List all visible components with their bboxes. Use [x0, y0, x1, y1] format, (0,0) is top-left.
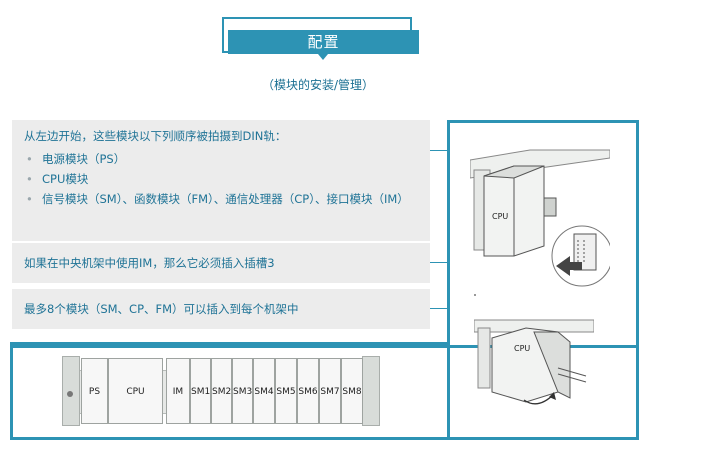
im-slot-panel: 如果在中央机架中使用IM，那么它必须插入插槽3 — [12, 243, 430, 283]
max-modules-text: 最多8个模块（SM、CP、FM）可以插入到每个机架中 — [24, 302, 299, 316]
slot-sm1: SM1 — [190, 358, 211, 424]
slot-sm7: SM7 — [319, 358, 341, 424]
list-item: 信号模块（SM）、函数模块（FM）、通信处理器（CP）、接口模块（IM） — [24, 192, 418, 207]
title-pointer — [318, 54, 328, 60]
list-item: 电源模块（PS） — [24, 152, 418, 167]
slot-cpu: CPU — [108, 358, 163, 424]
im-slot-text: 如果在中央机架中使用IM，那么它必须插入插槽3 — [24, 256, 275, 270]
connector-line — [430, 150, 447, 151]
slot-sm3: SM3 — [232, 358, 253, 424]
slot-sm4: SM4 — [253, 358, 275, 424]
svg-text:CPU: CPU — [514, 344, 530, 353]
cpu-mount-illustration: CPU — [470, 149, 610, 287]
slot-im: IM — [166, 358, 190, 424]
rack-frame — [10, 345, 639, 440]
svg-text:CPU: CPU — [492, 212, 508, 221]
connector-line — [430, 262, 447, 263]
mounting-order-panel: 从左边开始，这些模块以下列顺序被拍摄到DIN轨： 电源模块（PS） CPU模块 … — [12, 120, 430, 241]
marker-dot — [474, 294, 476, 296]
page-subtitle: （模块的安装/管理） — [261, 78, 375, 92]
mounting-order-heading: 从左边开始，这些模块以下列顺序被拍摄到DIN轨： — [24, 129, 287, 143]
connector-line — [430, 308, 447, 309]
slot-sm6: SM6 — [297, 358, 319, 424]
screw-icon — [67, 391, 73, 397]
rack-end-left — [62, 356, 80, 426]
page-title: 配置 — [228, 30, 419, 54]
slot-sm2: SM2 — [211, 358, 232, 424]
max-modules-panel: 最多8个模块（SM、CP、FM）可以插入到每个机架中 — [12, 289, 430, 329]
rack-end-right — [362, 356, 380, 426]
list-item: CPU模块 — [24, 172, 418, 187]
slot-ps: PS — [81, 358, 108, 424]
rack-diagram: PS CPU IM SM1 SM2 SM3 SM4 SM5 SM6 SM7 SM… — [62, 356, 380, 426]
slot-sm8: SM8 — [341, 358, 363, 424]
cpu-swing-illustration: CPU — [474, 319, 594, 405]
frame-connector — [10, 342, 450, 345]
module-list: 电源模块（PS） CPU模块 信号模块（SM）、函数模块（FM）、通信处理器（C… — [24, 152, 418, 207]
slot-sm5: SM5 — [275, 358, 297, 424]
